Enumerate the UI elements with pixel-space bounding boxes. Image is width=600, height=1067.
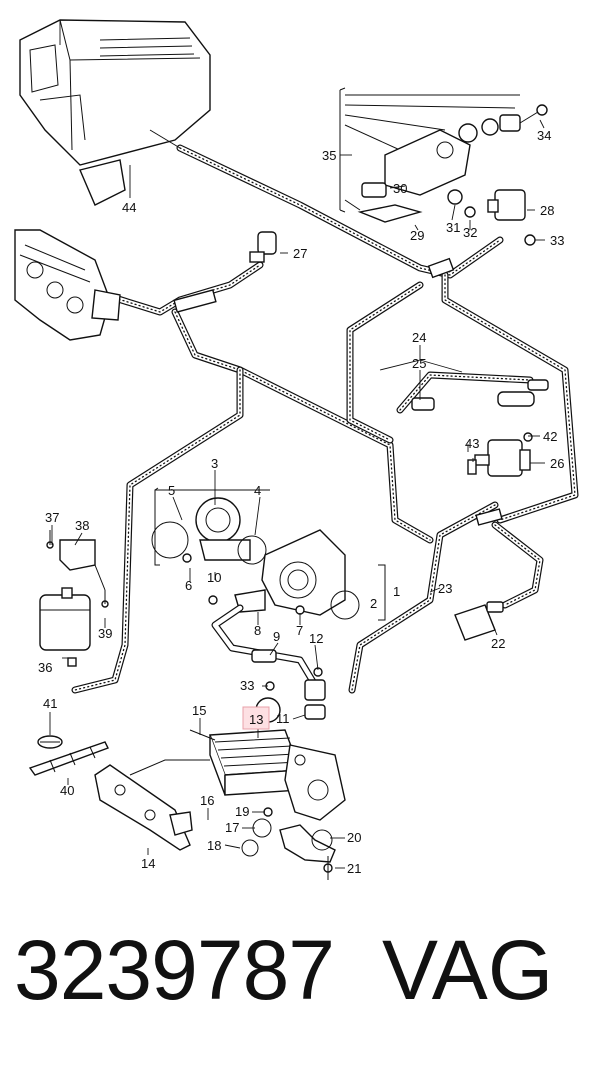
label-37: 37 (45, 510, 59, 525)
brand-name: VAG (382, 923, 554, 1017)
vacuum-hoses (71, 144, 579, 694)
footer: 3239787 VAG (0, 920, 600, 1030)
label-42: 42 (543, 429, 557, 444)
label-16: 16 (200, 793, 214, 808)
flange-parts (241, 807, 336, 880)
label-5: 5 (168, 483, 175, 498)
label-11: 11 (276, 711, 290, 726)
label-9: 9 (273, 629, 280, 644)
label-39: 39 (98, 626, 112, 641)
exhaust-gas-recirculation-diagram: 44 27 35 34 30 28 29 31 32 33 24 25 43 4… (14, 19, 579, 880)
label-25: 25 (412, 356, 426, 371)
charcoal-canister (39, 530, 109, 667)
label-36: 36 (38, 660, 52, 675)
label-44: 44 (122, 200, 136, 215)
air-filter-housing (19, 19, 211, 206)
label-3: 3 (211, 456, 218, 471)
label-33-lower: 33 (240, 678, 254, 693)
label-23: 23 (438, 581, 452, 596)
label-24: 24 (412, 330, 426, 345)
label-10: 10 (207, 570, 221, 585)
label-1: 1 (393, 584, 400, 599)
egr-valve-group (151, 487, 386, 621)
connector-25 (411, 379, 549, 411)
label-15: 15 (192, 703, 206, 718)
vacuum-unit-assembly (339, 87, 548, 246)
hose-connectors (173, 257, 503, 526)
egr-cooler-13 (209, 667, 346, 821)
label-13: 13 (249, 712, 263, 727)
leader-lines (49, 20, 545, 869)
solenoid-valve-26 (467, 432, 533, 477)
label-8: 8 (254, 623, 261, 638)
label-31: 31 (446, 220, 460, 235)
part-number: 3239787 (14, 923, 335, 1017)
label-30: 30 (393, 181, 407, 196)
label-34: 34 (537, 128, 551, 143)
label-27: 27 (293, 246, 307, 261)
label-20: 20 (347, 830, 361, 845)
label-41: 41 (43, 696, 57, 711)
egr-pipe-9 (211, 604, 326, 701)
label-22: 22 (491, 636, 505, 651)
vacuum-reservoir-22 (454, 601, 504, 641)
label-40: 40 (60, 783, 74, 798)
label-2: 2 (370, 596, 377, 611)
label-38: 38 (75, 518, 89, 533)
label-17: 17 (225, 820, 239, 835)
label-14: 14 (141, 856, 155, 871)
label-28: 28 (540, 203, 554, 218)
label-33-upper: 33 (550, 233, 564, 248)
label-18: 18 (207, 838, 221, 853)
bracket-14 (94, 729, 216, 851)
label-19: 19 (235, 804, 249, 819)
label-12: 12 (309, 631, 323, 646)
label-26: 26 (550, 456, 564, 471)
label-4: 4 (254, 483, 261, 498)
intake-manifold (14, 229, 121, 341)
label-35: 35 (322, 148, 336, 163)
label-29: 29 (410, 228, 424, 243)
label-7: 7 (296, 623, 303, 638)
highlight-box-13 (242, 706, 270, 730)
label-6: 6 (185, 578, 192, 593)
label-21: 21 (347, 861, 361, 876)
label-43: 43 (465, 436, 479, 451)
label-32: 32 (463, 225, 477, 240)
clips (28, 735, 109, 776)
callout-labels: 44 27 35 34 30 28 29 31 32 33 24 25 43 4… (38, 128, 564, 876)
part-27-valve (249, 231, 277, 263)
